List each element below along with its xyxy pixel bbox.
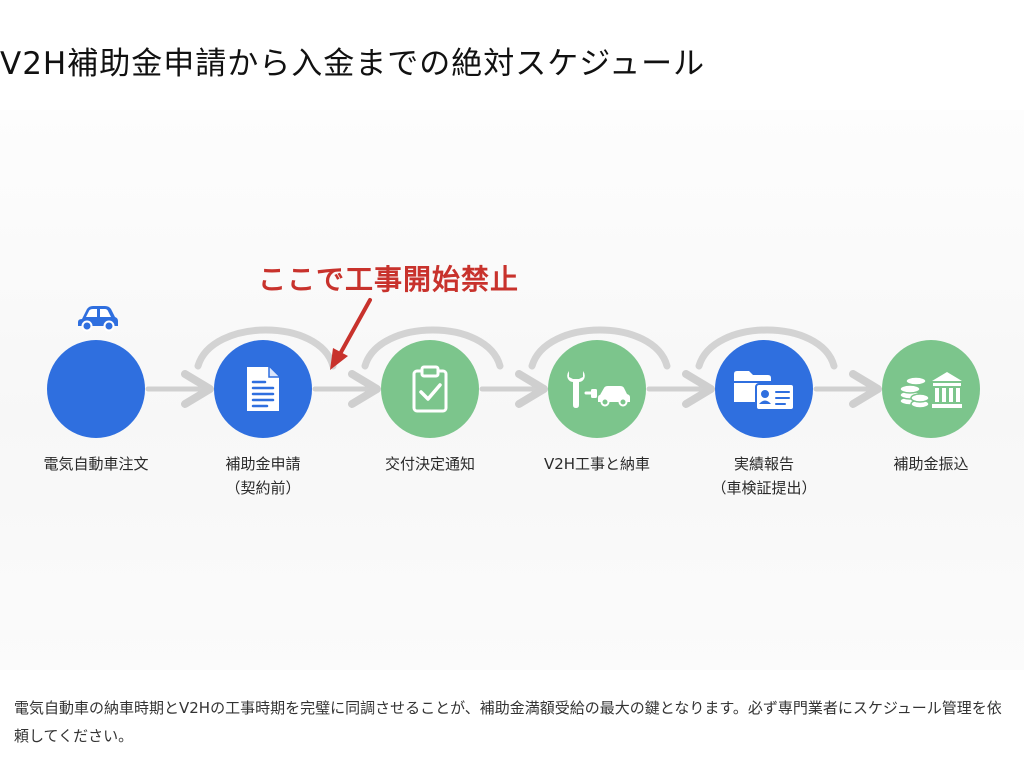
step-circle-construction-delivery [548,340,646,438]
step-label-subsidy-application: 補助金申請 （契約前） [178,452,348,500]
step-label-ev-order: 電気自動車注文 [11,452,181,476]
step-label-line: 電気自動車注文 [43,455,149,473]
step-label-performance-report: 実績報告 （車検証提出） [679,452,849,500]
step-circle-grant-decision [381,340,479,438]
arc-step-3 [361,326,504,370]
arc-connectors [194,326,838,370]
step-label-line: 補助金申請 [225,455,301,473]
coins-bank-icon [899,372,962,409]
arc-step-2 [194,326,337,370]
step-circle-subsidy-application [214,340,312,438]
step-label-subsidy-payment: 補助金振込 [846,452,1016,476]
folder-id-card-icon [734,371,795,411]
step-label-line: 補助金振込 [893,455,969,473]
step-label-line: （車検証提出） [711,479,817,497]
clipboard-check-icon [412,365,448,413]
page-title: V2H補助金申請から入金までの絶対スケジュール [0,46,706,82]
step-label-line: （契約前） [225,479,301,497]
document-icon [247,367,279,411]
arc-step-5 [695,326,838,370]
step-label-line: 実績報告 [733,455,794,473]
wrench-plug-car-icon [567,371,630,408]
arc-step-4 [528,326,671,370]
car-icon [78,306,118,332]
step-label-construction-delivery: V2H工事と納車 [512,452,682,476]
step-circle-ev-order [47,340,145,438]
step-label-line: 交付決定通知 [384,455,475,473]
step-label-line: V2H工事と納車 [543,455,651,473]
footer-note: 電気自動車の納車時期とV2Hの工事時期を完璧に同調させることが、補助金満額受給の… [14,699,1002,745]
warning-label: ここで工事開始禁止 [258,263,520,296]
step-circle-performance-report [715,340,813,438]
step-circle-subsidy-payment [882,340,980,438]
step-label-grant-decision: 交付決定通知 [345,452,515,476]
warning-arrow [330,298,372,370]
